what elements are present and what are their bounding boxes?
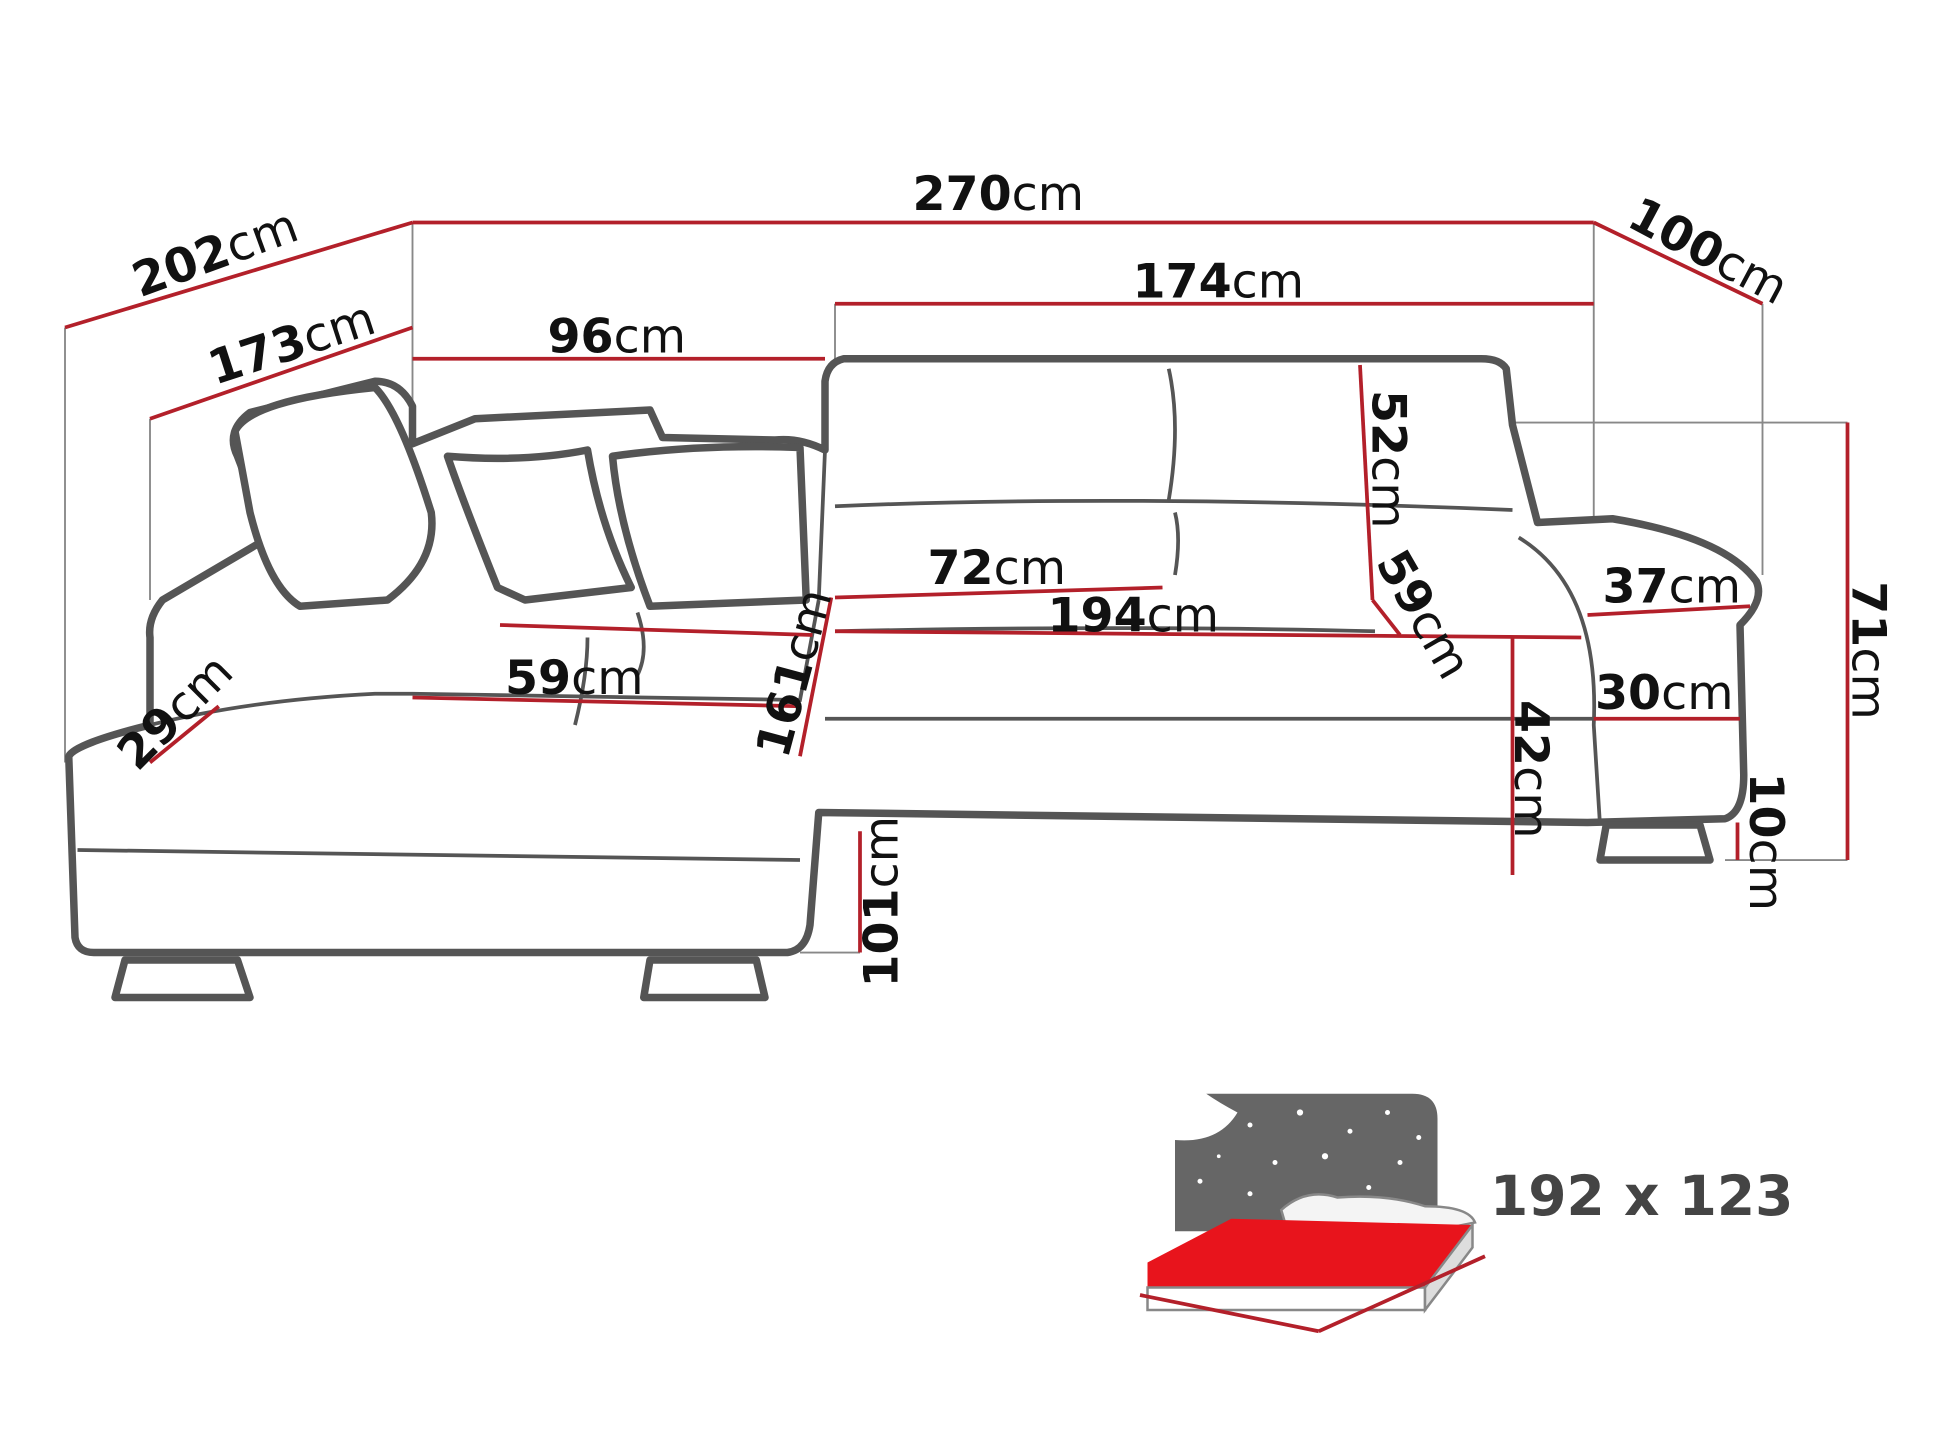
label-total-width: 270cm <box>913 167 1085 222</box>
sofa-outline <box>65 355 1763 1002</box>
label-armrest-height: 30cm <box>1595 666 1734 721</box>
dimension-lines <box>64 220 1850 953</box>
label-leg-height: 10cm <box>1738 773 1793 912</box>
label-seat-height: 42cm <box>1503 700 1558 839</box>
bed-size-label: 192 x 123 <box>1490 1164 1793 1228</box>
label-right-depth: 100cm <box>1619 187 1796 316</box>
label-seat-depth-center: 72cm <box>928 541 1067 596</box>
label-chaise-width: 101cm <box>855 816 910 988</box>
label-left-depth-outer: 202cm <box>125 198 305 308</box>
label-left-back-width: 96cm <box>548 310 687 365</box>
extension-lines <box>64 222 1848 954</box>
label-chaise-seat-width: 59cm <box>505 651 644 706</box>
sleeping-function-icon: 192 x 123 <box>1139 1093 1793 1334</box>
label-left-depth-inner: 173cm <box>202 291 382 396</box>
label-backrest-height: 52cm <box>1361 390 1416 529</box>
label-armrest-width: 37cm <box>1603 560 1742 615</box>
label-seat-width: 194cm <box>1048 588 1220 643</box>
label-total-height: 71cm <box>1841 581 1896 720</box>
label-right-back-width: 174cm <box>1133 255 1305 310</box>
